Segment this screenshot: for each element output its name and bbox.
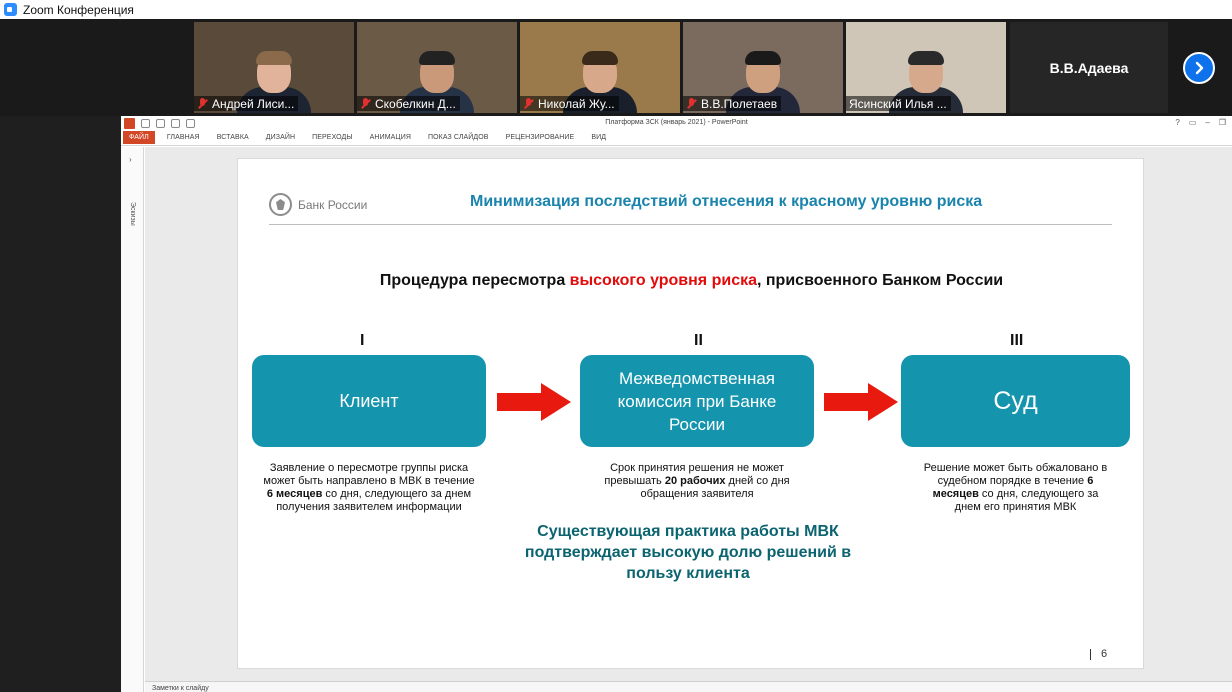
participant-name: Андрей Лиси... [212,96,295,111]
tab-file[interactable]: ФАЙЛ [123,131,155,144]
stage-caption-commission: Срок принятия решения не может превышать… [604,462,790,500]
participant-tile[interactable]: Андрей Лиси... [194,22,354,113]
zoom-title-bar: Zoom Конференция [0,0,1232,19]
stage-label: Межведомственная [619,368,775,388]
participant-name-bar: Николай Жу... [520,96,619,111]
bank-logo: Банк России [269,193,367,216]
participant-name: Николай Жу... [538,96,615,111]
undo-icon[interactable] [156,118,165,128]
stage-number: II [694,332,703,349]
expand-chevron-icon[interactable]: › [129,155,132,164]
save-icon[interactable] [141,118,150,128]
participant-tile[interactable]: Скобелкин Д... [357,22,517,113]
chevron-right-icon [1195,61,1204,75]
subtitle-highlight: высокого уровня риска [569,272,757,289]
participant-tile-active[interactable]: Ясинский Илья ... [846,22,1006,113]
stage-number: III [1010,332,1024,349]
window-controls: ? ▭ – ❐ [1175,118,1226,127]
muted-mic-icon [523,98,534,109]
stage-label: Суд [993,386,1038,415]
zoom-camera-icon [4,3,17,16]
subtitle-text: Процедура пересмотра [379,272,570,289]
speaker-name: В.В.Адаева [1049,59,1129,76]
document-title: Платформа ЗСК (январь 2021) - PowerPoint [605,119,748,126]
stage-box-court: Суд [901,355,1130,447]
muted-mic-icon [197,98,208,109]
redo-icon[interactable] [171,118,180,128]
restore-button[interactable]: ❐ [1218,118,1226,127]
stage-caption-client: Заявление о пересмотре группы риска може… [263,462,475,513]
stage-label: комиссия при Банке [617,391,777,411]
participant-name-bar: В.В.Полетаев [683,96,782,111]
slide-subtitle: Процедура пересмотра высокого уровня рис… [238,272,1145,290]
participant-tile[interactable]: В.В.Полетаев [683,22,843,113]
minimize-button[interactable]: – [1205,118,1210,127]
thumbnails-label: Эскизы [129,202,136,226]
bank-emblem-icon [269,193,292,216]
tab-view[interactable]: ВИД [591,134,607,141]
tab-home[interactable]: ГЛАВНАЯ [166,134,200,141]
participant-name-bar: Андрей Лиси... [194,96,299,111]
subtitle-text: , присвоенного Банком России [757,272,1004,289]
logo-text: Банк России [298,197,368,212]
tab-review[interactable]: РЕЦЕНЗИРОВАНИЕ [505,134,575,141]
stage-box-client: Клиент [252,355,486,447]
notes-bar[interactable]: Заметки к слайду [145,681,1232,692]
slide-title: Минимизация последствий отнесения к крас… [470,193,983,210]
stage-caption-court: Решение может быть обжаловано в судебном… [923,462,1108,513]
ribbon-tabs: ФАЙЛ ГЛАВНАЯ ВСТАВКА ДИЗАЙН ПЕРЕХОДЫ АНИ… [121,130,1232,146]
stage-label: Клиент [339,390,399,411]
notes-placeholder: Заметки к слайду [152,685,209,692]
participant-name: Ясинский Илья ... [849,96,947,111]
participant-name: Скобелкин Д... [375,96,456,111]
stage-number: I [360,332,365,349]
slide-page-number: 6 [1090,648,1107,660]
arrow-right-icon [824,383,898,421]
slide: Банк России Минимизация последствий отне… [237,158,1144,669]
participant-tile[interactable]: Николай Жу... [520,22,680,113]
window-title: Zoom Конференция [23,2,134,17]
tab-design[interactable]: ДИЗАЙН [265,134,296,141]
participant-name-bar: Скобелкин Д... [357,96,460,111]
next-page-button[interactable] [1183,52,1215,84]
video-strip: Андрей Лиси... Скобелкин Д... Николай Жу… [0,19,1232,116]
tab-slideshow[interactable]: ПОКАЗ СЛАЙДОВ [427,134,489,141]
tab-transitions[interactable]: ПЕРЕХОДЫ [312,134,353,141]
thumbnails-pane[interactable]: › Эскизы [121,147,144,692]
title-divider [269,224,1112,225]
participant-name: В.В.Полетаев [701,96,778,111]
tab-insert[interactable]: ВСТАВКА [216,134,249,141]
tab-animations[interactable]: АНИМАЦИЯ [369,134,411,141]
powerpoint-logo-icon [124,117,135,129]
slideshow-icon[interactable] [186,118,195,128]
stage-box-commission: Межведомственная комиссия при Банке Росс… [580,355,814,447]
muted-mic-icon [686,98,697,109]
arrow-right-icon [497,383,571,421]
speaker-name-tile[interactable]: В.В.Адаева [1010,22,1168,113]
muted-mic-icon [360,98,371,109]
conclusion-message: Существующая практика работы МВК подтвер… [524,523,852,582]
quick-access-toolbar: Платформа ЗСК (январь 2021) - PowerPoint… [121,116,1232,130]
participant-name-bar: Ясинский Илья ... [846,96,951,111]
stage-label: России [668,414,726,434]
ribbon-display-button[interactable]: ▭ [1188,118,1197,127]
help-button[interactable]: ? [1175,118,1180,127]
